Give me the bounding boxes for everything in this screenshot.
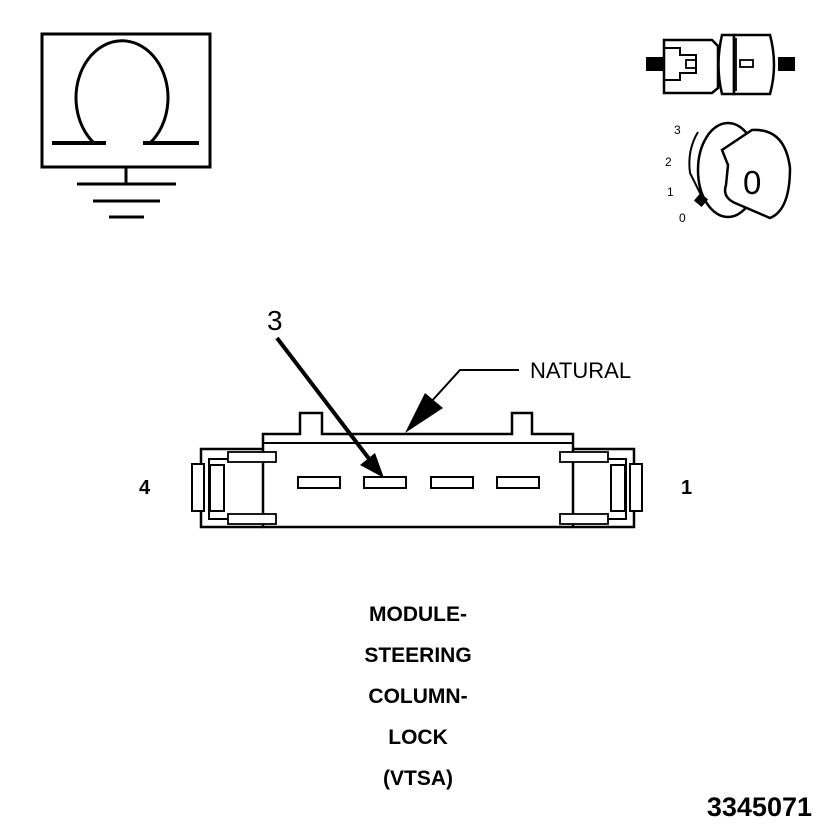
- connector-disconnect-icon: [646, 33, 795, 96]
- color-label: NATURAL: [530, 358, 631, 383]
- terminal-cavity-3: [363, 476, 407, 489]
- terminal-cavity-2: [430, 476, 474, 489]
- connector-face: [191, 411, 643, 529]
- pin-callout-label: 3: [267, 305, 283, 336]
- caption-line-4: LOCK: [388, 726, 448, 749]
- key-position-0: 0: [679, 211, 686, 225]
- caption-line-5: (VTSA): [383, 767, 453, 790]
- key-position-3: 3: [674, 123, 681, 137]
- key-position-2: 2: [665, 155, 672, 169]
- ignition-key-icon: 3 2 1 0 0: [665, 121, 792, 225]
- figure-id: 3345071: [707, 792, 812, 822]
- key-position-1: 1: [667, 185, 674, 199]
- caption-line-3: COLUMN-: [368, 685, 467, 708]
- caption-line-1: MODULE-: [369, 603, 467, 626]
- color-leader-arrow: [405, 369, 519, 433]
- pin-number-left: 4: [139, 477, 151, 499]
- terminal-cavity-4: [297, 476, 341, 489]
- pin-number-right: 1: [681, 477, 692, 499]
- terminal-cavity-1: [496, 476, 540, 489]
- pin-callout-arrow: [275, 336, 384, 478]
- key-symbol: 0: [743, 164, 761, 201]
- caption-line-2: STEERING: [364, 644, 471, 667]
- ohm-meter-ground-icon: [40, 32, 212, 219]
